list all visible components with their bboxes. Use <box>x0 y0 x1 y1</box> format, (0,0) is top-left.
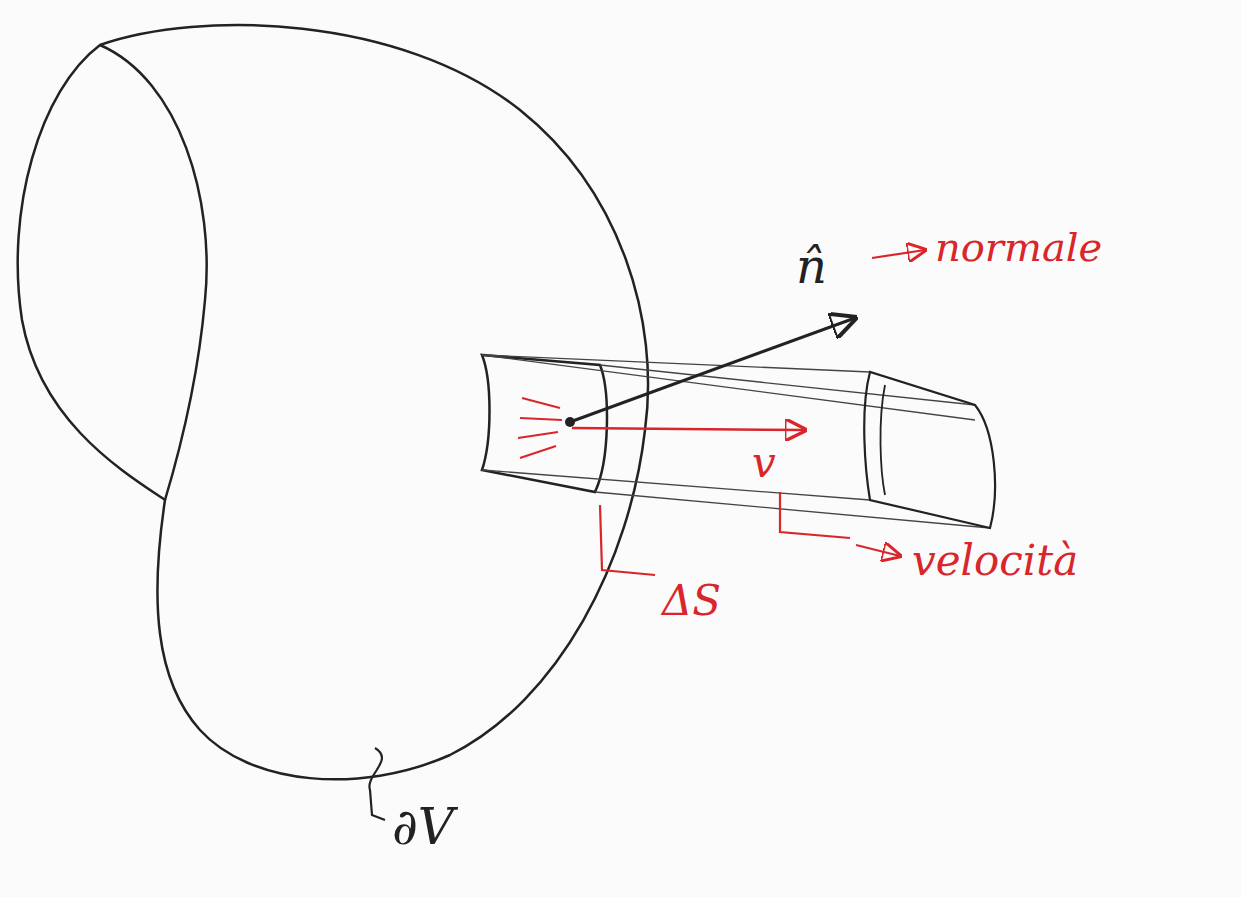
fold-line <box>100 45 207 500</box>
leader-line <box>780 492 850 538</box>
patch-edge <box>880 385 885 495</box>
leader-arrow <box>872 250 925 258</box>
velocity-label: velocità <box>912 538 1078 584</box>
normal-symbol: n̂ <box>796 240 827 293</box>
velocity-arrow <box>572 428 805 430</box>
streamlines <box>518 398 562 458</box>
leader-line <box>600 505 655 575</box>
point <box>565 417 575 427</box>
boundary-symbol: ∂V <box>392 800 454 855</box>
flux-tube <box>482 355 990 528</box>
normal-label: normale <box>935 225 1102 269</box>
displaced-patch <box>864 372 995 528</box>
area-symbol: ΔS <box>662 578 721 624</box>
volume-outline <box>18 25 648 779</box>
velocity-symbol: v <box>752 440 776 486</box>
leader-line <box>369 748 385 820</box>
leader-arrow <box>856 545 900 556</box>
normal-arrow <box>570 318 855 422</box>
